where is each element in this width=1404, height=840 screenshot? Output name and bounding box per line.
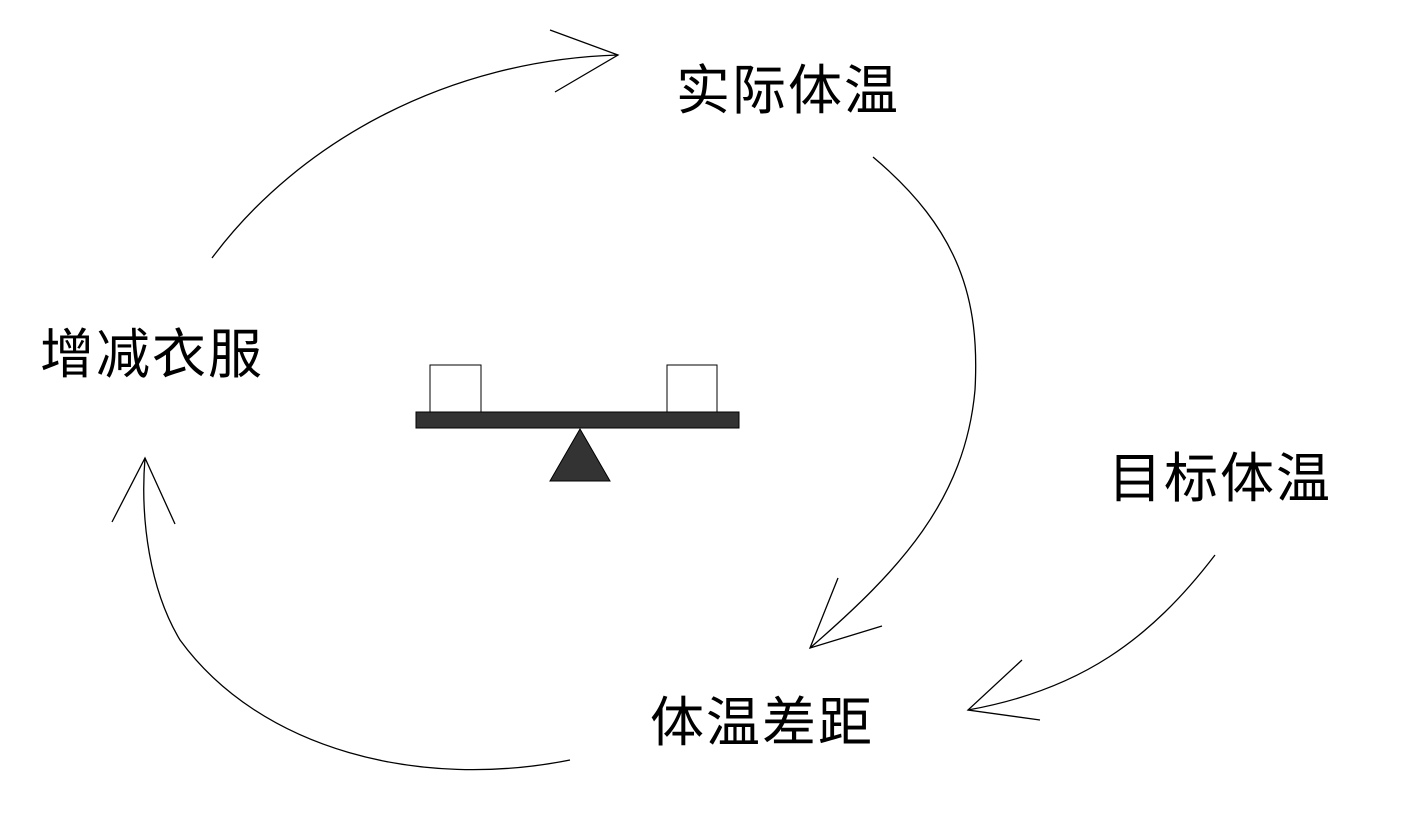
arrow-clothes-to-actual bbox=[211, 29, 620, 259]
arrow-target-to-gap bbox=[966, 554, 1216, 721]
node-adjust-clothes: 增减衣服 bbox=[40, 323, 264, 386]
arrow-actual-to-gap bbox=[808, 156, 977, 650]
arrow-gap-to-clothes bbox=[111, 456, 571, 771]
left-weight bbox=[429, 364, 482, 413]
node-temp-gap: 体温差距 bbox=[650, 691, 874, 754]
balance-fulcrum bbox=[549, 427, 611, 482]
node-actual-temp: 实际体温 bbox=[676, 59, 900, 122]
balance-beam bbox=[415, 411, 740, 429]
node-target-temp: 目标体温 bbox=[1108, 447, 1332, 510]
right-weight bbox=[666, 364, 718, 413]
balance-scale-icon bbox=[415, 364, 740, 482]
